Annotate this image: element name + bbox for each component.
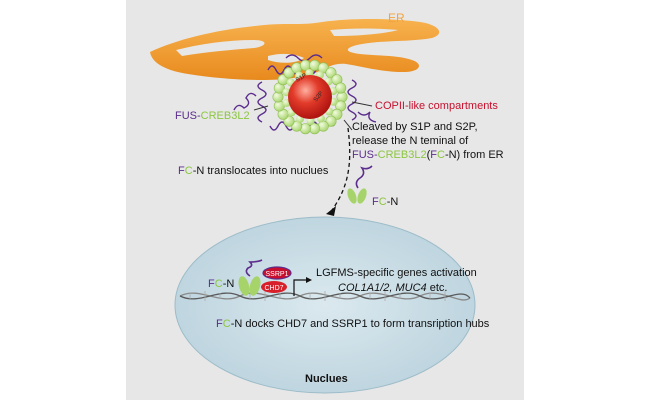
fcn-cyto-f: F — [372, 196, 379, 208]
dna-double-helix — [179, 291, 471, 301]
fcn-nuc-tail: -N — [222, 278, 235, 290]
copii-label: COPII-like compartments — [375, 100, 498, 112]
cleavage-line-2: release the N teminal of — [352, 135, 469, 147]
fusion-pointer — [253, 105, 269, 111]
copii-vesicle — [288, 75, 332, 119]
s1p-label: S1P — [295, 73, 308, 84]
coat-bead — [309, 123, 321, 135]
translocation-c: C — [184, 165, 193, 177]
fcn-cyto-tail: -N — [386, 196, 399, 208]
fcn-fragment-cytoplasm — [347, 165, 373, 204]
docking-label: FC-N docks CHD7 and SSRP1 to form transr… — [216, 318, 489, 331]
fcn-cytoplasm-label: FC-N — [372, 196, 398, 209]
fusion-protein-label: FUS-CREB3L2 — [175, 110, 250, 123]
ssrp1-protein — [262, 266, 292, 280]
docking-c: C — [222, 318, 231, 330]
nucleus — [174, 216, 476, 394]
cleavage-line-3: FUS-CREB3L2(FC-N) from ER — [352, 148, 504, 162]
fus-label: FUS- — [175, 110, 201, 122]
er-membrane — [150, 19, 440, 80]
coat-bead — [325, 115, 337, 127]
cleavage-open: ( — [426, 149, 431, 161]
cleavage-f: F — [430, 149, 437, 161]
coat-bead — [283, 67, 295, 79]
target-genes: COL1A1/2, MUC4 — [338, 282, 427, 294]
cleavage-tail: -N) from ER — [444, 149, 504, 161]
er-label: ER — [388, 11, 405, 25]
coat-bead — [272, 91, 284, 103]
chd7-label: CHD7 — [264, 285, 283, 292]
coat-bead — [305, 69, 314, 77]
activation-arrowhead — [306, 277, 312, 283]
cleavage-fus: FUS- — [352, 149, 378, 161]
fcn-nuc-c: C — [214, 278, 223, 290]
fcn-nucleus-label: FC-N — [208, 278, 234, 291]
activation-arrow — [293, 279, 306, 296]
fcn-nuclear-left — [238, 276, 250, 296]
s2p-label: S2P — [313, 91, 325, 104]
cleavage-line-1: Cleaved by S1P and S2P, — [352, 121, 478, 133]
chd7-protein — [261, 281, 287, 293]
transcription-hub: SSRP1 CHD7 — [238, 259, 292, 296]
docking-tail: -N docks CHD7 and SSRP1 to form transrip… — [230, 318, 490, 330]
translocation-tail: -N translocates into nuclues — [192, 165, 329, 177]
fcn-cyto-c: C — [378, 196, 387, 208]
ssrp1-label: SSRP1 — [266, 271, 289, 278]
activation-line-1: LGFMS-specific genes activation — [316, 267, 477, 279]
cleavage-text: Cleaved by S1P and S2P, release the N te… — [352, 120, 504, 162]
copii-pointer — [351, 101, 373, 107]
cleavage-c: C — [437, 149, 445, 161]
creb3l2-label: CREB3L2 — [200, 110, 250, 122]
fcn-nuc-f: F — [208, 278, 215, 290]
docking-f: F — [216, 318, 223, 330]
translocation-f: F — [178, 165, 185, 177]
coat-bead — [336, 91, 348, 103]
coat-bead — [306, 117, 315, 125]
activation-line-2: COL1A1/2, MUC4 etc. — [338, 282, 447, 295]
cleavage-creb: CREB3L2 — [377, 149, 427, 161]
target-genes-tail: etc. — [426, 282, 448, 294]
translocation-label: FC-N translocates into nuclues — [178, 165, 328, 178]
translocation-arrowhead — [326, 206, 336, 216]
nucleus-label: Nuclues — [305, 373, 348, 385]
fus-tail — [245, 259, 263, 277]
fcn-nuclear-right — [249, 276, 261, 296]
cleave-pointer — [343, 119, 353, 131]
translocation-arrow — [331, 127, 351, 211]
coat-bead — [299, 59, 311, 71]
